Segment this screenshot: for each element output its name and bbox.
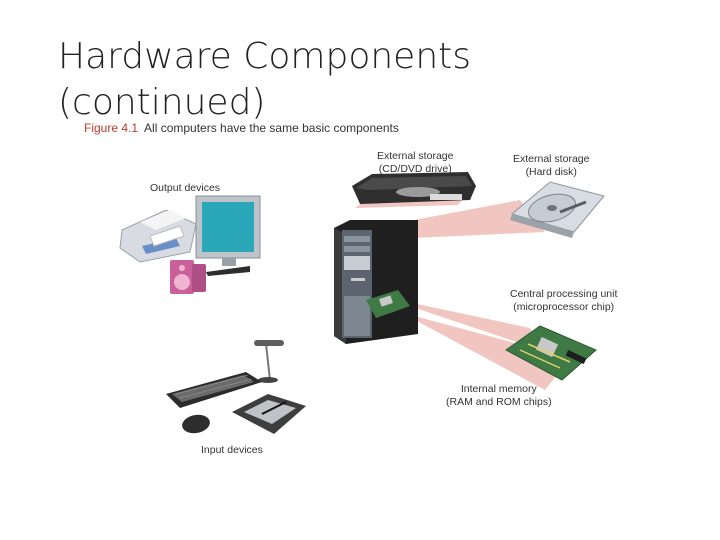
graphics-tablet-icon (232, 394, 306, 434)
title-line-2: (continued) (58, 82, 265, 123)
speakers-icon (170, 260, 206, 294)
computer-tower-icon (334, 220, 418, 344)
label-internal-memory: Internal memory (RAM and ROM chips) (446, 383, 552, 409)
label-input-devices: Input devices (201, 444, 263, 457)
label-external-storage-hd: External storage (Hard disk) (513, 153, 589, 179)
label-external-storage-cd: External storage (CD/DVD drive) (377, 150, 453, 176)
microphone-icon (254, 340, 284, 383)
label-cpu: Central processing unit (microprocessor … (510, 288, 617, 314)
printer-icon (120, 210, 196, 262)
mouse-icon (181, 413, 212, 436)
label-output-devices: Output devices (150, 182, 220, 195)
monitor-icon (196, 196, 260, 276)
keyboard-icon (166, 372, 262, 408)
cd-drive-icon (352, 172, 476, 204)
slide-title: Hardware Components (continued) (58, 34, 678, 126)
title-line-1: Hardware Components (58, 36, 471, 77)
